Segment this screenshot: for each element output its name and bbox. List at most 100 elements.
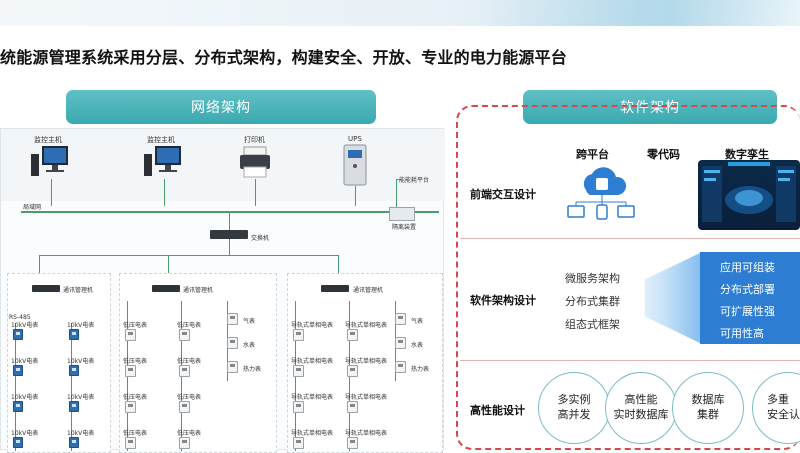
software-panel — [456, 105, 800, 450]
aux-meter-icon — [395, 361, 406, 373]
network-diagram: 监控主机 监控主机 打印机 UPS 能能耗平台 局域网 隔离装置 交换机 通讯管… — [0, 128, 445, 453]
meter-label: 低压电表 — [177, 394, 202, 401]
aux-meter-icon — [227, 361, 238, 373]
circle-1-line1: 多实例 — [557, 393, 591, 407]
arch-item-distributed: 分布式集群 — [565, 295, 620, 308]
meter-label: 导轨式单相电表 — [291, 322, 334, 329]
meter-label: 低压电表 — [177, 358, 202, 365]
meter-label: 导轨式单相电表 — [345, 358, 388, 365]
meter-label: 导轨式单相电表 — [345, 394, 388, 401]
meter-label: 低压电表 — [123, 394, 148, 401]
network-architecture-title: 网络架构 — [66, 90, 376, 124]
meter-icon — [125, 401, 136, 413]
printer-label: 打印机 — [244, 136, 265, 144]
switch-label: 交换机 — [251, 235, 270, 242]
rs485-line-b — [71, 323, 72, 451]
link-host1 — [51, 179, 52, 206]
meter-label: 低压电表 — [177, 322, 202, 329]
energy-platform-label: 能能耗平台 — [399, 177, 430, 184]
aux-meter-label: 水表 — [243, 342, 256, 349]
gateway-3-label: 通讯管理机 — [353, 287, 384, 294]
group-3 — [287, 273, 443, 453]
monitor-host-1-icon — [31, 146, 68, 176]
gateway-1-label: 通讯管理机 — [63, 287, 94, 294]
drop-group3 — [338, 255, 339, 280]
link-switch — [229, 212, 230, 230]
meter-icon — [13, 365, 23, 376]
aux-meter-icon — [227, 313, 238, 325]
meter-icon — [69, 329, 79, 340]
link-platform-stub — [396, 179, 400, 180]
meter-icon — [293, 329, 304, 341]
meter-icon — [13, 401, 23, 412]
meter-icon — [179, 437, 190, 449]
row-software-title: 软件架构设计 — [470, 294, 536, 307]
meter-label: 10kV电表 — [67, 322, 95, 329]
meter-icon — [69, 437, 79, 448]
meter-icon — [293, 401, 304, 413]
feature-high-availability: 可用性高 — [720, 327, 764, 340]
row-performance-title: 高性能设计 — [470, 404, 525, 417]
field-bus — [39, 255, 339, 256]
host1-label: 监控主机 — [34, 136, 62, 144]
rs485-line-a — [15, 323, 16, 451]
circle-2-line1: 高性能 — [624, 393, 658, 407]
top-banner — [0, 0, 800, 26]
meter-label: 导轨式单相电表 — [345, 430, 388, 437]
meter-label: 低压电表 — [177, 430, 202, 437]
isolator-label: 隔离装置 — [392, 224, 417, 231]
meter-icon — [13, 437, 23, 448]
meter-icon — [125, 329, 136, 341]
separator-2 — [460, 360, 800, 361]
gateway-1-icon — [32, 285, 60, 292]
switch-icon — [210, 230, 248, 239]
link-switch-down — [229, 239, 230, 255]
aux-meter-label: 水表 — [411, 342, 424, 349]
software-architecture-title: 软件架构 — [523, 90, 777, 124]
gateway-3-icon — [321, 285, 349, 292]
arch-item-microservice: 微服务架构 — [565, 272, 620, 285]
circle-realtime-db: 高性能 实时数据库 — [605, 372, 677, 444]
meter-label: 10kV电表 — [11, 358, 39, 365]
meter-icon — [125, 437, 136, 449]
host-zone — [1, 129, 445, 201]
lan-label: 局域网 — [23, 204, 42, 211]
meter-icon — [13, 329, 23, 340]
meter-label: 低压电表 — [123, 430, 148, 437]
link-ups — [355, 186, 356, 206]
meter-label: 低压电表 — [123, 322, 148, 329]
meter-label: 10kV电表 — [11, 322, 39, 329]
frontend-item-lowcode: 零代码 — [647, 148, 680, 161]
aux-meter-icon — [395, 337, 406, 349]
link-printer — [255, 179, 256, 206]
frontend-item-digital-twin: 数字孪生 — [725, 148, 769, 161]
drop-group2 — [168, 255, 169, 280]
circle-1-line2: 高并发 — [557, 408, 591, 421]
gateway-2-label: 通讯管理机 — [183, 287, 214, 294]
monitor-host-2-icon — [144, 146, 181, 176]
meter-icon — [293, 365, 304, 377]
host2-label: 监控主机 — [147, 136, 175, 144]
printer-icon — [240, 146, 270, 178]
meter-label: 10kV电表 — [67, 394, 95, 401]
meter-icon — [347, 437, 358, 449]
link-host2 — [164, 179, 165, 206]
digital-twin-screenshot — [698, 160, 800, 230]
separator-1 — [460, 238, 800, 239]
meter-label: 10kV电表 — [11, 394, 39, 401]
meter-icon — [179, 329, 190, 341]
aux-meter-label: 热力表 — [243, 366, 262, 373]
aux-meter-icon — [227, 337, 238, 349]
meter-icon — [69, 365, 79, 376]
meter-label: 10kV电表 — [67, 430, 95, 437]
feature-assemblable: 应用可组装 — [720, 261, 775, 274]
circle-security-auth: 多重 安全认 — [752, 372, 800, 444]
aux-meter-label: 气表 — [243, 318, 256, 325]
meter-icon — [179, 365, 190, 377]
group-1 — [7, 273, 111, 453]
aux-meter-label: 热力表 — [411, 366, 430, 373]
meter-label: 导轨式单相电表 — [345, 322, 388, 329]
arch-item-component: 组态式框架 — [565, 318, 620, 331]
feature-distributed-deploy: 分布式部署 — [720, 283, 775, 296]
circle-4-line1: 多重 — [767, 393, 789, 407]
